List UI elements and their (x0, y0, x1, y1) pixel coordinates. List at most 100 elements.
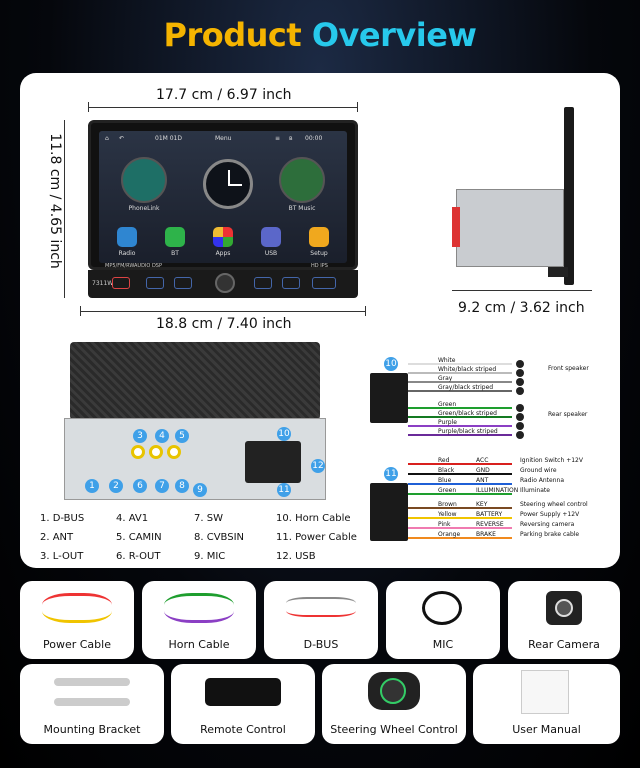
power-wire (408, 463, 512, 465)
app-setup-label: Setup (310, 250, 328, 257)
panel-button[interactable] (146, 277, 164, 289)
rca-jacks (131, 445, 191, 475)
accessory-label: Steering Wheel Control (330, 723, 458, 736)
bracket-icon (54, 678, 130, 686)
plug-end-icon (516, 413, 524, 421)
panel-button[interactable] (282, 277, 300, 289)
power-cable-icon (42, 593, 112, 623)
legend-5: 5. CAMIN (116, 532, 162, 543)
usb-icon (261, 227, 281, 247)
app-bt[interactable]: BT (155, 227, 195, 257)
carbon-top (70, 342, 320, 420)
port-number-1: 1 (85, 479, 99, 493)
depth-label: 9.2 cm / 3.62 inch (458, 300, 585, 316)
home-icon: ⌂ (105, 135, 109, 142)
power-wire (408, 507, 512, 509)
app-phonelink-label: PhoneLink (128, 205, 160, 212)
legend-12: 12. USB (276, 551, 316, 562)
app-bt-music-label: BT Music (288, 205, 316, 212)
accessory-d-bus: D-BUS (264, 581, 378, 659)
rear-speaker-label: Rear speaker (548, 411, 588, 418)
head-unit-back: 1 2 3 4 5 6 7 8 9 10 11 12 (64, 342, 326, 500)
status-menu: Menu (215, 135, 232, 142)
app-apps[interactable]: Apps (203, 227, 243, 257)
power-wire-label: Yellow (438, 511, 457, 518)
usb-port-icon (312, 277, 336, 289)
power-wire (408, 493, 512, 495)
horn-wire (408, 363, 512, 365)
power-wire-code: BATTERY (476, 511, 503, 518)
horn-wire (408, 381, 512, 383)
legend-11: 11. Power Cable (276, 532, 357, 543)
accessory-label: Power Cable (43, 638, 111, 651)
side-bracket (548, 267, 568, 277)
plug-end-icon (516, 360, 524, 368)
horn-wire (408, 434, 512, 436)
steering-wheel-control-icon (368, 672, 420, 710)
power-wire-description: Illuminate (520, 487, 550, 494)
port-number-9: 9 (193, 483, 207, 497)
app-setup[interactable]: Setup (299, 227, 339, 257)
power-wire (408, 527, 512, 529)
strip-left-text: MP5/FM/RWAUDIO DSP (105, 263, 162, 269)
camera-icon (546, 591, 582, 625)
dim-line (64, 120, 65, 298)
accessory-user-manual: User Manual (473, 664, 620, 744)
side-chassis (456, 189, 564, 267)
panel-button[interactable] (254, 277, 272, 289)
legend-4: 4. AV1 (116, 513, 149, 524)
horn-wire-label: White (438, 357, 456, 364)
apps-grid-icon (213, 227, 233, 247)
power-wire-code: ACC (476, 457, 489, 464)
power-wire (408, 537, 512, 539)
horn-wire-label: Gray/black striped (438, 384, 494, 391)
port-number-12: 12 (311, 459, 325, 473)
power-wire (408, 483, 512, 485)
legend-7: 7. SW (194, 513, 223, 524)
accessory-steering-wheel-control: Steering Wheel Control (322, 664, 466, 744)
legend-1: 1. D-BUS (40, 513, 85, 524)
bt-music-icon (279, 157, 325, 203)
app-radio-label: Radio (118, 250, 136, 257)
status-date: 01M 01D (155, 135, 182, 142)
app-usb[interactable]: USB (251, 227, 291, 257)
d-bus-cable-icon (286, 597, 356, 617)
head-unit-front: ⌂ ↶ 01M 01D Menu ≡ ʙ 00:00 PhoneLink (88, 120, 358, 298)
power-wire-description: Parking brake cable (520, 531, 580, 538)
port-number-3: 3 (133, 429, 147, 443)
app-usb-label: USB (264, 250, 278, 257)
horn-cable-number: 10 (384, 357, 398, 371)
power-wire-code: GND (476, 467, 490, 474)
legend-2: 2. ANT (40, 532, 74, 543)
power-cable-number: 11 (384, 467, 398, 481)
power-wire-label: Brown (438, 501, 457, 508)
title-word-2: Overview (311, 16, 477, 54)
horn-wire-label: Green (438, 401, 457, 408)
volume-knob[interactable] (215, 273, 235, 293)
strip-right-text: HD IPS (311, 263, 328, 269)
horn-wire-label: Green/black striped (438, 410, 497, 417)
port-number-11: 11 (277, 483, 291, 497)
back-icon: ↶ (119, 135, 125, 142)
unit-screen: ⌂ ↶ 01M 01D Menu ≡ ʙ 00:00 PhoneLink (88, 120, 358, 270)
accessory-mounting-bracket: Mounting Bracket (20, 664, 164, 744)
clock-icon (203, 159, 253, 209)
accessory-label: Mounting Bracket (43, 723, 141, 736)
dim-tick (357, 102, 358, 112)
app-radio[interactable]: Radio (107, 227, 147, 257)
power-wire-label: Orange (438, 531, 461, 538)
accessory-label: Rear Camera (528, 638, 600, 651)
horn-wire-label: White/black striped (438, 366, 497, 373)
bluetooth-icon: ʙ (289, 135, 293, 142)
remote-control-icon (205, 678, 281, 706)
plug-end-icon (516, 378, 524, 386)
port-number-7: 7 (155, 479, 169, 493)
horn-wire (408, 390, 512, 392)
horn-connector (370, 373, 408, 423)
panel-button[interactable] (174, 277, 192, 289)
title-word-1: Product (163, 16, 302, 54)
dim-line (452, 290, 592, 291)
page-title: Product Overview (0, 16, 640, 54)
horn-wire (408, 372, 512, 374)
